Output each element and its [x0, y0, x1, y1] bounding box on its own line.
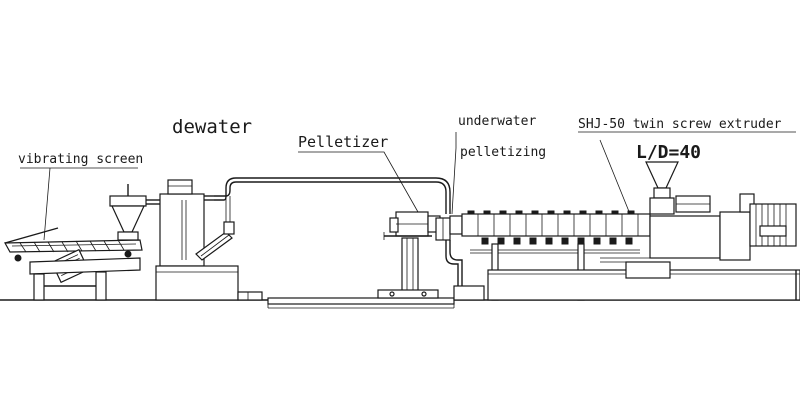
label-pelletizing: pelletizing	[460, 145, 546, 160]
leader-lines	[20, 131, 796, 241]
label-pelletizer: Pelletizer	[298, 133, 388, 151]
pelletizer-machine	[377, 211, 485, 301]
dewater-machine	[109, 179, 263, 301]
label-extruder: SHJ-50 twin screw extruder	[578, 117, 782, 132]
vibrating-screen-machine	[3, 227, 143, 301]
label-ld-ratio: L/D=40	[636, 142, 701, 163]
water-return-pipe	[214, 177, 451, 222]
label-vibrating-screen: vibrating screen	[18, 152, 143, 167]
label-underwater: underwater	[458, 114, 536, 129]
water-tank	[267, 297, 455, 309]
label-dewater: dewater	[172, 116, 252, 138]
twin-screw-extruder	[449, 161, 800, 301]
